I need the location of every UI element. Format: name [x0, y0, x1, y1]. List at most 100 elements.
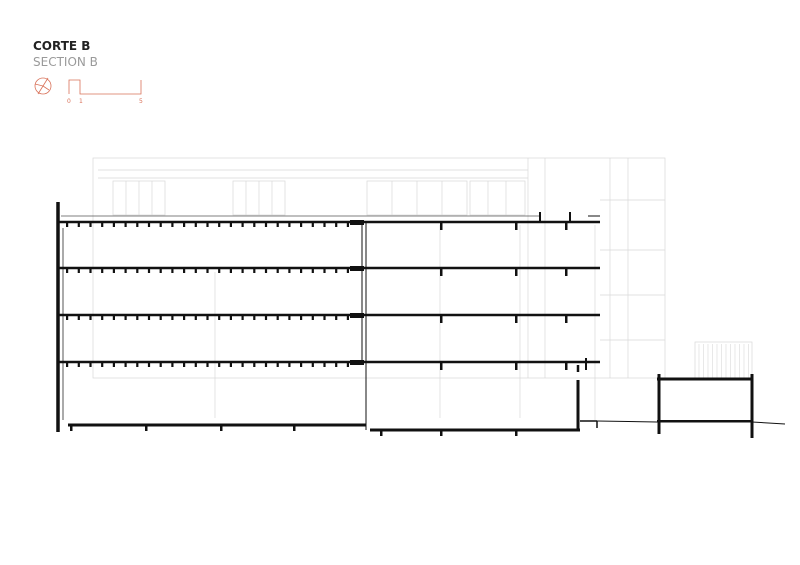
- slab-rib: [264, 316, 268, 320]
- beam-stub: [515, 269, 518, 276]
- slab-rib: [229, 223, 232, 227]
- slab-rib: [194, 316, 197, 320]
- slab-rib: [66, 316, 69, 320]
- slab-rib: [241, 363, 244, 367]
- drawing-title: CORTE B: [33, 39, 91, 53]
- slab-rib: [171, 316, 174, 320]
- slab-rib: [112, 363, 115, 367]
- slab-rib: [183, 363, 186, 367]
- slab-rib: [218, 269, 221, 273]
- slab-rib: [147, 316, 151, 320]
- scale-label-1: 1: [79, 98, 83, 105]
- foundation-stub: [220, 425, 223, 431]
- beam-stub: [515, 223, 518, 230]
- slab-rib: [311, 269, 314, 273]
- slab-rib: [346, 363, 349, 367]
- slab-rib: [253, 269, 256, 273]
- slab-rib: [183, 316, 186, 320]
- slab-rib: [288, 363, 291, 367]
- ground-line: [596, 420, 786, 425]
- slab-rib: [66, 363, 69, 367]
- slab-rib: [183, 223, 186, 227]
- foundation-stub: [293, 425, 296, 431]
- slab-rib: [241, 269, 244, 273]
- slab-rib: [136, 363, 139, 367]
- scale-bar: [68, 79, 142, 95]
- scale-label-0: 0: [67, 98, 71, 105]
- slab-rib: [124, 223, 127, 227]
- building-structure: [56, 202, 786, 438]
- foundation-stub: [380, 430, 383, 436]
- slab-rib: [159, 363, 162, 367]
- slab-rib: [66, 269, 69, 273]
- foundation-stub: [440, 430, 443, 436]
- slab-rib: [89, 223, 92, 227]
- beam-stub: [440, 269, 443, 276]
- slab-rib: [171, 363, 174, 367]
- slab-rib: [147, 269, 151, 273]
- slab-rib: [346, 223, 349, 227]
- slab-rib: [229, 363, 232, 367]
- slab-rib: [323, 269, 326, 273]
- beam-stub: [565, 316, 568, 323]
- slab-rib: [147, 223, 151, 227]
- slab-rib: [218, 363, 221, 367]
- slab-rib: [206, 223, 209, 227]
- slab-rib: [89, 269, 92, 273]
- slab-rib: [136, 269, 139, 273]
- beam-stub: [440, 223, 443, 230]
- slab-rib: [276, 223, 279, 227]
- slab-rib: [253, 223, 256, 227]
- slab-rib: [264, 363, 268, 367]
- slab-rib: [206, 363, 209, 367]
- slab-rib: [276, 269, 279, 273]
- beam-stub: [565, 269, 568, 276]
- slab-rib: [124, 316, 127, 320]
- scale-label-5: 5: [139, 98, 143, 105]
- slab-rib: [112, 223, 115, 227]
- beam-stub: [565, 223, 568, 230]
- slab-rib: [159, 223, 162, 227]
- slab-rib: [229, 316, 232, 320]
- slab-rib: [276, 316, 279, 320]
- slab-rib: [77, 316, 80, 320]
- foundation-stub: [515, 430, 518, 436]
- slab-rib: [323, 363, 326, 367]
- slab-rib: [311, 223, 314, 227]
- slab-rib: [346, 269, 349, 273]
- slab-rib: [335, 316, 338, 320]
- background-elevation: [92, 157, 753, 420]
- slab-rib: [101, 223, 104, 227]
- slab-rib: [159, 316, 162, 320]
- slab-rib: [311, 363, 314, 367]
- slab-rib: [300, 363, 303, 367]
- slab-rib: [206, 316, 209, 320]
- title-legend: 0 1 5: [34, 77, 143, 105]
- slab-rib: [335, 223, 338, 227]
- slab-rib: [77, 223, 80, 227]
- slab-rib: [89, 363, 92, 367]
- slab-rib: [194, 363, 197, 367]
- slab-rib: [335, 363, 338, 367]
- foundation-stub: [145, 425, 148, 431]
- slab-rib: [288, 316, 291, 320]
- slab-rib: [171, 223, 174, 227]
- slab-rib: [89, 316, 92, 320]
- drawing-subtitle: SECTION B: [33, 55, 98, 69]
- slab-rib: [194, 269, 197, 273]
- beam-stub: [515, 316, 518, 323]
- slab-rib: [335, 269, 338, 273]
- slab-rib: [229, 269, 232, 273]
- slab-rib: [218, 223, 221, 227]
- slab-rib: [300, 316, 303, 320]
- slab-rib: [77, 363, 80, 367]
- beam-stub: [440, 316, 443, 323]
- slab-rib: [124, 269, 127, 273]
- slab-rib: [218, 316, 221, 320]
- slab-rib: [136, 223, 139, 227]
- slab-rib: [264, 223, 268, 227]
- slab-rib: [276, 363, 279, 367]
- beam-stub: [440, 363, 443, 370]
- beam-stub: [515, 363, 518, 370]
